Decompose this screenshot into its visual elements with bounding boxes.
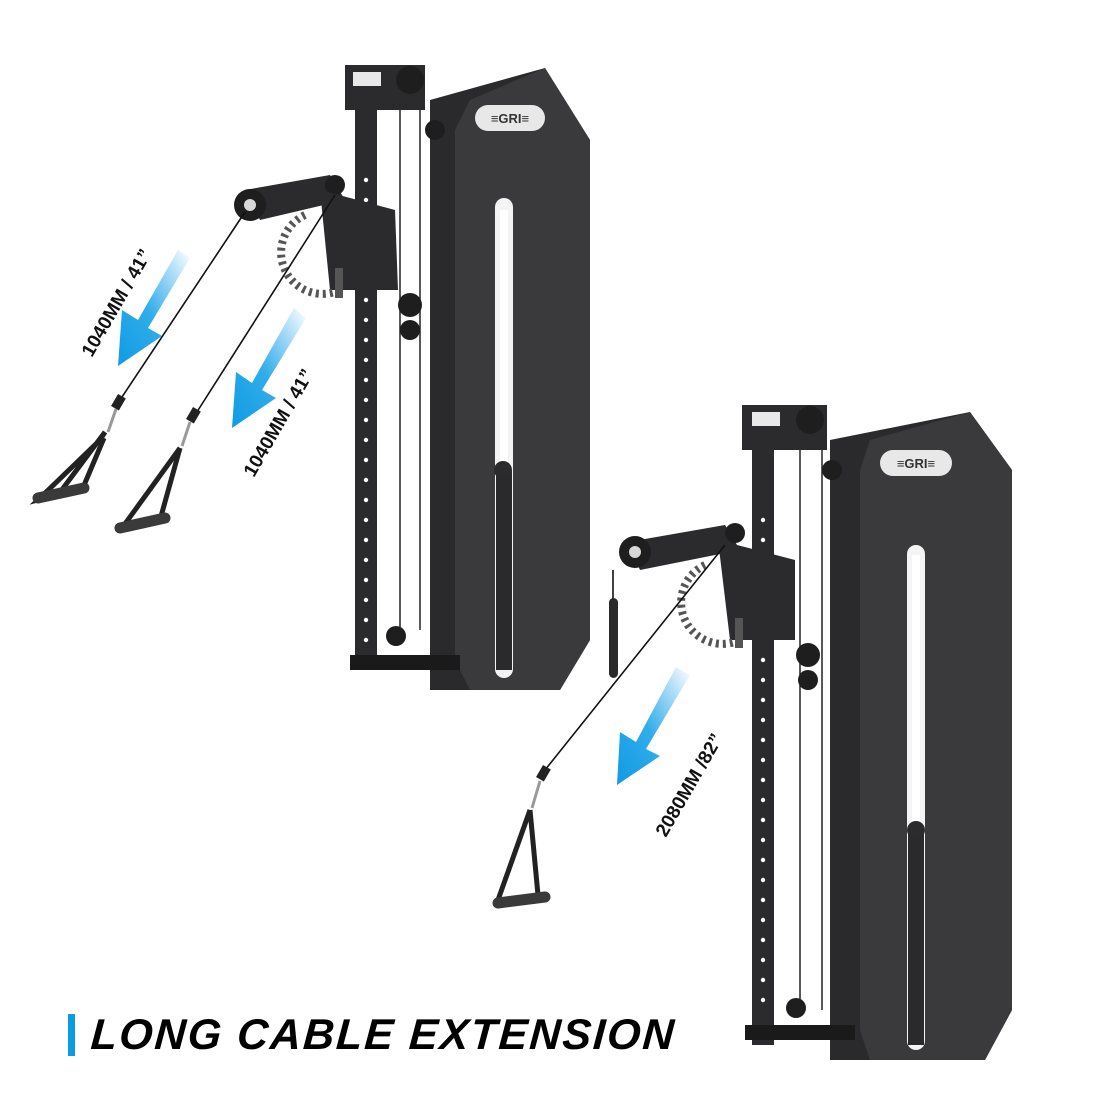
svg-text:≡GRI≡: ≡GRI≡ [897, 456, 935, 471]
arrow-down-left-icon [617, 667, 690, 785]
headline: LONG CABLE EXTENSION [68, 1010, 678, 1060]
headline-text: LONG CABLE EXTENSION [89, 1010, 678, 1059]
arrow-down-left-icon [118, 250, 190, 366]
arrow-down-left-icon [232, 308, 306, 428]
accent-bar [68, 1014, 75, 1056]
svg-text:≡GRI≡: ≡GRI≡ [491, 111, 529, 126]
